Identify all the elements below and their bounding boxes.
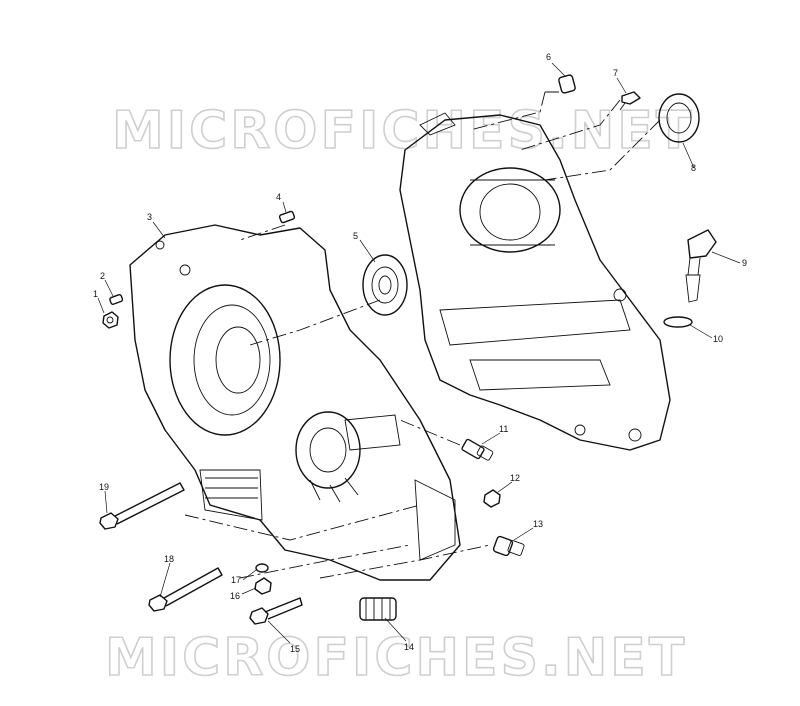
part-18-bolt bbox=[148, 567, 223, 612]
part-19-bolt bbox=[99, 482, 185, 530]
watermark-top: MICROFICHES.NET bbox=[112, 101, 694, 161]
part-9-sensor bbox=[685, 229, 717, 303]
part-15-bolt bbox=[249, 597, 303, 625]
callout-8: 8 bbox=[691, 163, 696, 173]
callout-19: 19 bbox=[99, 482, 109, 492]
callout-11: 11 bbox=[499, 424, 508, 434]
callout-15: 15 bbox=[290, 644, 300, 654]
part-10-o-ring bbox=[663, 316, 693, 328]
callout-18: 18 bbox=[164, 554, 174, 564]
callout-3: 3 bbox=[147, 212, 152, 222]
callout-10: 10 bbox=[713, 334, 723, 344]
callouts: 1 2 3 4 5 6 7 8 9 10 11 12 13 14 15 16 1… bbox=[93, 52, 747, 654]
callout-16: 16 bbox=[230, 591, 240, 601]
callout-9: 9 bbox=[742, 258, 747, 268]
leader-lines bbox=[97, 62, 741, 644]
right-crankcase bbox=[399, 112, 671, 451]
part-6-dowel bbox=[558, 74, 576, 94]
part-16-nut bbox=[254, 577, 272, 595]
part-2-dowel bbox=[109, 293, 124, 305]
callout-17: 17 bbox=[231, 575, 241, 585]
callout-14: 14 bbox=[404, 642, 414, 652]
left-crankcase bbox=[129, 224, 461, 581]
callout-13: 13 bbox=[533, 519, 543, 529]
callout-12: 12 bbox=[510, 473, 520, 483]
alignment-lines bbox=[184, 91, 661, 579]
bearing-housing bbox=[295, 411, 361, 503]
callout-6: 6 bbox=[546, 52, 551, 62]
part-14-drain-plug bbox=[359, 597, 397, 621]
callout-2: 2 bbox=[100, 271, 105, 281]
part-13-fitting bbox=[492, 535, 525, 557]
part-4-dowel bbox=[278, 210, 296, 224]
watermark-bottom: MICROFICHES.NET bbox=[105, 628, 687, 688]
part-11-fitting bbox=[461, 438, 494, 461]
callout-7: 7 bbox=[613, 68, 618, 78]
part-7-bolt bbox=[619, 91, 641, 111]
part-12-nut bbox=[483, 489, 501, 508]
callout-1: 1 bbox=[93, 289, 98, 299]
part-17-washer bbox=[255, 563, 269, 573]
part-8-oil-seal bbox=[658, 93, 700, 143]
callout-5: 5 bbox=[353, 231, 358, 241]
part-1-nut bbox=[102, 311, 119, 329]
callout-4: 4 bbox=[276, 192, 281, 202]
part-5-bearing bbox=[362, 254, 408, 316]
